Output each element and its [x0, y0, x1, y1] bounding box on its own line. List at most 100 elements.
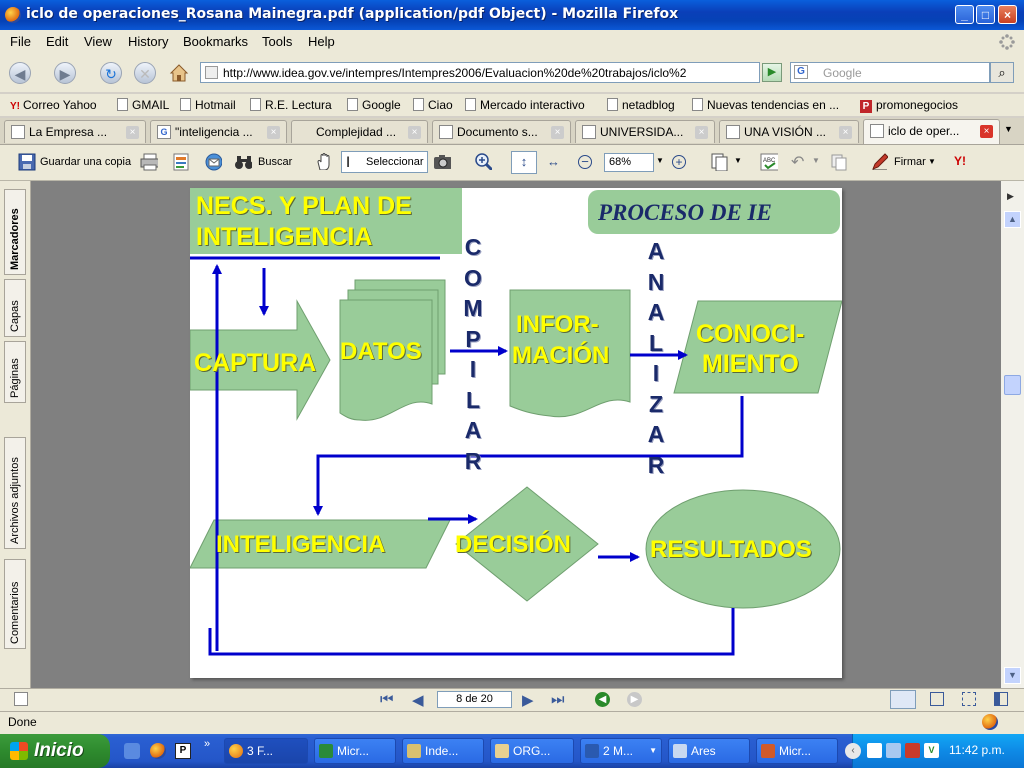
sidebar-tab-attachments[interactable]: Archivos adjuntos: [4, 437, 26, 549]
tab-list-icon[interactable]: ▼: [1004, 124, 1013, 134]
menu-bookmarks[interactable]: Bookmarks: [183, 34, 249, 49]
tray-network-icon[interactable]: [867, 743, 882, 758]
panel-icon[interactable]: [14, 692, 28, 706]
fit-width-icon[interactable]: ↔: [547, 154, 560, 169]
search-input[interactable]: G Google: [790, 62, 990, 83]
menu-tools[interactable]: Tools: [262, 34, 293, 49]
tray-expand-icon[interactable]: ‹: [845, 743, 861, 759]
go-button[interactable]: ▶: [762, 63, 782, 82]
bookmark-item[interactable]: Y!Correo Yahoo: [10, 98, 97, 112]
bookmark-item[interactable]: Google: [347, 98, 401, 112]
quicklaunch-firefox-icon[interactable]: [150, 743, 166, 759]
yahoo-toolbar-icon[interactable]: Y!: [954, 154, 966, 168]
sidebar-tab-bookmarks[interactable]: Marcadores: [4, 189, 26, 275]
bookmark-item[interactable]: GMAIL: [117, 98, 169, 112]
select-tool-button[interactable]: I Seleccionar: [341, 151, 428, 173]
task-excel[interactable]: Micr...: [314, 738, 396, 764]
scroll-thumb[interactable]: [1004, 375, 1021, 395]
url-bar[interactable]: http://www.idea.gov.ve/intempres/Intempr…: [200, 62, 760, 83]
fit-page-icon[interactable]: ↕: [511, 151, 537, 174]
document-icon[interactable]: [172, 153, 190, 171]
search-label[interactable]: Buscar: [258, 156, 293, 168]
pen-icon[interactable]: [870, 152, 888, 170]
last-page-icon[interactable]: ⏭: [551, 691, 565, 708]
forward-icon[interactable]: ▶: [54, 62, 76, 84]
bookmark-item[interactable]: Nuevas tendencias en ...: [692, 98, 839, 112]
hand-tool-icon[interactable]: [315, 152, 333, 170]
menu-view[interactable]: View: [84, 34, 112, 49]
quicklaunch-ie-icon[interactable]: [124, 743, 140, 759]
zoom-out-icon[interactable]: −: [578, 155, 592, 169]
reload-icon[interactable]: ↻: [100, 62, 122, 84]
tab-inteligencia[interactable]: G"inteligencia ...×: [150, 120, 287, 143]
zoom-dropdown-icon[interactable]: ▼: [656, 156, 664, 165]
sidebar-tab-layers[interactable]: Capas: [4, 279, 26, 337]
print-icon[interactable]: [140, 153, 158, 171]
scroll-arrow-right-icon[interactable]: ▶: [1007, 191, 1014, 201]
tray-vc-icon[interactable]: V: [924, 743, 939, 758]
sidebar-tab-pages[interactable]: Páginas: [4, 341, 26, 403]
bookmark-item[interactable]: Ciao: [413, 98, 453, 112]
back-view-icon[interactable]: ◀: [595, 692, 610, 707]
task-ares[interactable]: Ares: [668, 738, 750, 764]
task-org[interactable]: ORG...: [490, 738, 574, 764]
tab-complejidad[interactable]: Complejidad ...×: [291, 120, 428, 143]
tab-una-vision[interactable]: UNA VISIÓN ...×: [719, 120, 859, 143]
zoom-in-small-icon[interactable]: +: [672, 155, 686, 169]
tab-universidad[interactable]: UNIVERSIDA...×: [575, 120, 715, 143]
spellcheck-icon[interactable]: ABC: [760, 153, 778, 171]
tab-la-empresa[interactable]: La Empresa ...×: [4, 120, 146, 143]
undo-dropdown-icon[interactable]: ▼: [812, 156, 820, 165]
pages-icon[interactable]: [710, 153, 728, 171]
snapshot-icon[interactable]: [433, 153, 451, 171]
forward-view-icon[interactable]: ▶: [627, 692, 642, 707]
bookmark-item[interactable]: Mercado interactivo: [465, 98, 585, 112]
binoculars-icon[interactable]: [234, 153, 252, 171]
quicklaunch-more-icon[interactable]: »: [204, 738, 211, 750]
continuous-view-icon[interactable]: [930, 692, 944, 706]
sign-label[interactable]: Firmar: [894, 156, 926, 168]
scroll-down-icon[interactable]: ▼: [1004, 667, 1021, 684]
task-firefox[interactable]: 3 F...: [224, 738, 308, 764]
undo-icon[interactable]: ↶: [791, 154, 805, 171]
task-powerpoint[interactable]: Micr...: [756, 738, 838, 764]
task-word[interactable]: 2 M...▼: [580, 738, 662, 764]
search-icon[interactable]: ⌕: [990, 62, 1014, 83]
scroll-up-icon[interactable]: ▲: [1004, 211, 1021, 228]
tray-app-icon[interactable]: [905, 743, 920, 758]
tab-iclo-de-operaciones[interactable]: iclo de oper...×: [863, 119, 1000, 144]
stop-icon[interactable]: ✕: [134, 62, 156, 84]
quicklaunch-p-icon[interactable]: P: [175, 743, 191, 759]
page-number-field[interactable]: 8 de 20: [437, 691, 512, 708]
google-icon[interactable]: G: [794, 65, 808, 79]
first-page-icon[interactable]: ⏮: [380, 691, 394, 708]
sidebar-tab-comments[interactable]: Comentarios: [4, 559, 26, 649]
tab-close-icon[interactable]: ×: [267, 126, 280, 139]
copy-icon[interactable]: [830, 153, 848, 171]
tab-close-icon[interactable]: ×: [839, 126, 852, 139]
close-button[interactable]: ×: [998, 5, 1017, 24]
bookmark-item[interactable]: Hotmail: [180, 98, 236, 112]
single-page-view-icon[interactable]: [890, 690, 916, 709]
menu-help[interactable]: Help: [308, 34, 335, 49]
save-icon[interactable]: [18, 153, 36, 171]
bookmark-item[interactable]: netadblog: [607, 98, 675, 112]
facing-view-icon[interactable]: [962, 692, 976, 706]
menu-edit[interactable]: Edit: [46, 34, 69, 49]
maximize-button[interactable]: □: [976, 5, 995, 24]
minimize-button[interactable]: _: [955, 5, 974, 24]
task-index[interactable]: Inde...: [402, 738, 484, 764]
start-button[interactable]: Inicio: [0, 734, 110, 768]
tab-close-icon[interactable]: ×: [126, 126, 139, 139]
tab-close-icon[interactable]: ×: [695, 126, 708, 139]
home-icon[interactable]: [168, 62, 190, 84]
continuous-facing-view-icon[interactable]: [994, 692, 1008, 706]
bookmark-item[interactable]: R.E. Lectura: [250, 98, 332, 112]
tab-close-icon[interactable]: ×: [980, 125, 993, 138]
back-icon[interactable]: ◀: [9, 62, 31, 84]
pages-dropdown-icon[interactable]: ▼: [734, 156, 742, 165]
zoom-level-field[interactable]: 68%: [604, 153, 654, 172]
tab-close-icon[interactable]: ×: [551, 126, 564, 139]
sign-dropdown-icon[interactable]: ▼: [928, 157, 936, 166]
